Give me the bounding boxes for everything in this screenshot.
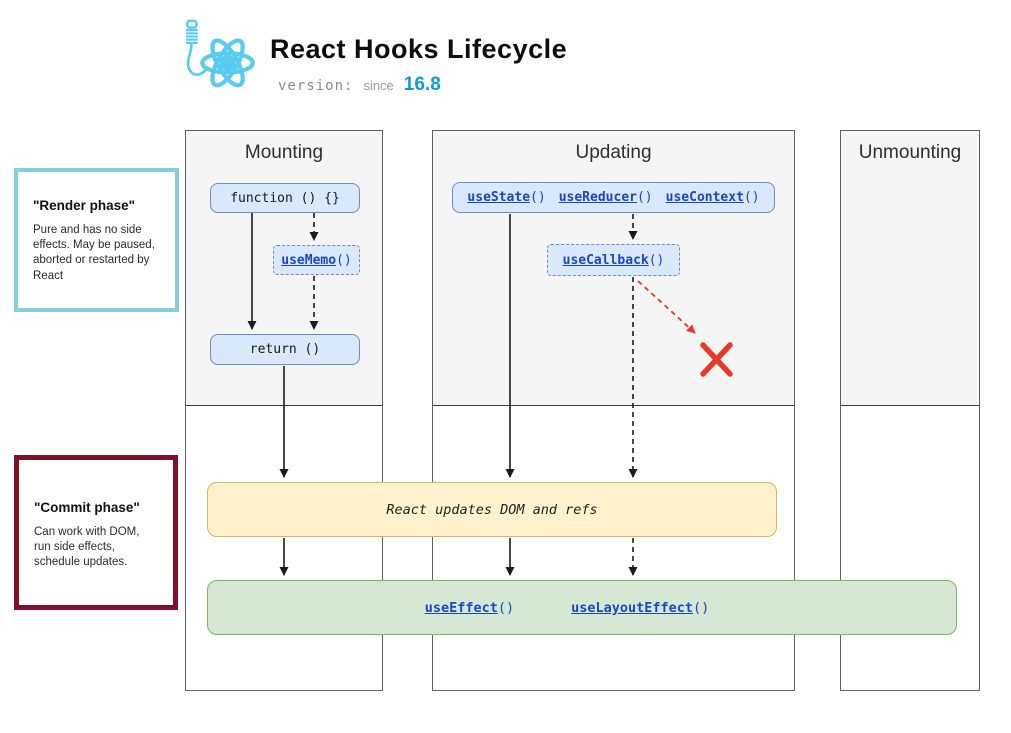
use-reducer-link[interactable]: useReducer() <box>558 190 653 205</box>
since-label: since <box>363 78 394 93</box>
commit-phase-callout: "Commit phase" Can work with DOM, run si… <box>14 455 178 610</box>
unmounting-render-area: Unmounting <box>841 131 979 406</box>
use-callback-node: useCallback() <box>547 244 680 276</box>
use-memo-node: useMemo() <box>273 245 360 275</box>
mounting-column-header: Mounting <box>244 142 324 163</box>
function-component-label: function () {} <box>230 190 340 206</box>
render-phase-title: "Render phase" <box>33 198 136 213</box>
commit-phase-description: Can work with DOM, run side effects, sch… <box>34 526 140 569</box>
return-label: return () <box>249 342 321 357</box>
use-callback-link[interactable]: useCallback() <box>562 252 665 268</box>
use-layout-effect-link[interactable]: useLayoutEffect() <box>571 599 710 616</box>
use-context-link[interactable]: useContext() <box>665 190 760 205</box>
updating-column-header: Updating <box>575 142 652 163</box>
version-value: 16.8 <box>403 74 441 95</box>
return-node: return () <box>210 334 360 365</box>
render-phase-callout: "Render phase" Pure and has no side effe… <box>14 168 179 312</box>
use-memo-link[interactable]: useMemo() <box>281 252 352 268</box>
use-state-link[interactable]: useState() <box>467 190 546 205</box>
page-title: React Hooks Lifecycle <box>270 34 568 64</box>
version-label: version: <box>278 78 354 94</box>
react-updates-dom-bar: React updates DOM and refs <box>207 482 777 537</box>
react-updates-dom-label: React updates DOM and refs <box>386 501 598 518</box>
unmounting-column-header: Unmounting <box>858 142 962 163</box>
function-component-node: function () {} <box>210 183 360 213</box>
react-hook-logo-icon <box>185 19 255 88</box>
render-phase-description: Pure and has no side effects. May be pau… <box>33 224 155 282</box>
effects-bar: useEffect() useLayoutEffect() <box>207 580 957 635</box>
commit-phase-title: "Commit phase" <box>34 500 140 515</box>
use-effect-link[interactable]: useEffect() <box>424 599 515 616</box>
version-line: version: since 16.8 <box>278 74 441 96</box>
state-hooks-node: useState() useReducer() useContext() <box>452 182 775 213</box>
